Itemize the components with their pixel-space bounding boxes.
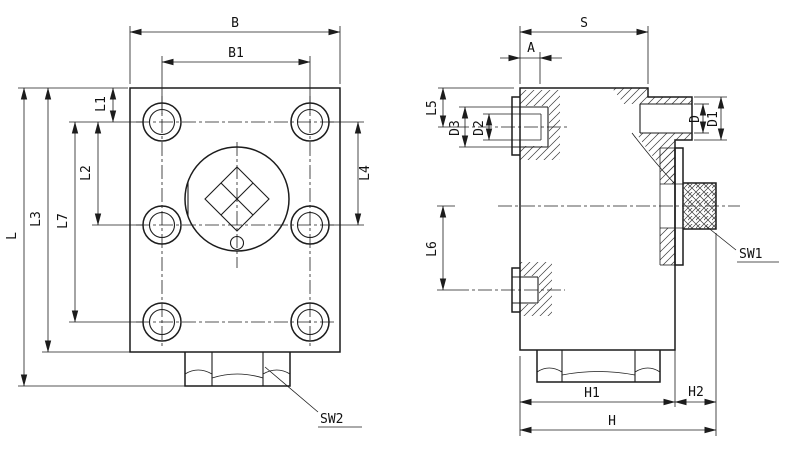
dim-label-D2: D2 — [472, 120, 487, 136]
dim-label-H1: H1 — [584, 386, 600, 401]
hatch-regions — [510, 88, 692, 316]
dim-L: L — [5, 87, 28, 387]
dim-label-D: D — [688, 115, 703, 123]
dim-H: H — [519, 414, 717, 434]
side-view: S A L5 D3 D2 D D1 L6 — [425, 16, 779, 436]
dim-label-L7: L7 — [56, 213, 71, 229]
dim-D1: D1 — [706, 96, 725, 141]
dim-label-L3: L3 — [29, 211, 44, 227]
dim-L6: L6 — [425, 205, 447, 291]
dim-label-H2: H2 — [688, 385, 704, 400]
dim-L5: L5 — [425, 87, 447, 128]
dim-S: S — [519, 16, 649, 36]
left-bottom-port — [511, 267, 539, 313]
dim-label-L6: L6 — [425, 241, 440, 257]
stud-boss — [659, 147, 717, 266]
side-bottom-plug — [536, 350, 661, 383]
left-top-port — [511, 96, 549, 156]
dim-D: D — [688, 103, 707, 134]
dim-H2: H2 — [674, 385, 717, 406]
dim-label-D1: D1 — [706, 111, 721, 127]
dim-label-B: B — [231, 16, 239, 31]
front-view: B B1 L1 L2 L7 L3 L L4 — [5, 16, 373, 428]
dim-label-S: S — [580, 16, 588, 31]
callout-SW2: SW2 — [264, 366, 362, 428]
callout-label-SW1: SW1 — [739, 247, 762, 262]
stud-plate — [674, 147, 684, 266]
callout-label-SW2: SW2 — [320, 412, 343, 427]
dim-B: B — [129, 16, 341, 36]
dim-L7: L7 — [56, 121, 79, 323]
dim-H1: H1 — [519, 386, 676, 406]
dim-B1: B1 — [161, 46, 311, 66]
front-extension-lines — [18, 26, 364, 387]
front-centerlines — [136, 96, 336, 348]
dim-label-B1: B1 — [228, 46, 244, 61]
dim-label-H: H — [608, 414, 616, 429]
dim-L3: L3 — [29, 87, 52, 353]
dim-label-L2: L2 — [79, 165, 94, 181]
side-stud — [683, 183, 716, 229]
side-block-outline — [519, 87, 693, 351]
dim-label-L: L — [5, 232, 20, 240]
bolt-holes — [142, 102, 330, 342]
dim-label-L4: L4 — [358, 165, 373, 181]
dim-D2: D2 — [472, 113, 493, 141]
dim-label-D3: D3 — [448, 120, 463, 136]
callout-SW1: SW1 — [705, 225, 779, 263]
dim-label-A: A — [527, 41, 535, 56]
top-port — [631, 103, 692, 185]
dim-label-L5: L5 — [425, 100, 440, 116]
dim-L4: L4 — [354, 121, 373, 226]
front-block-outline — [129, 87, 341, 353]
dim-A: A — [500, 41, 562, 62]
dim-D3: D3 — [448, 106, 469, 148]
dim-label-L1: L1 — [94, 96, 109, 112]
dim-L1: L1 — [94, 87, 117, 123]
center-bore — [184, 146, 290, 252]
dim-L2: L2 — [79, 121, 102, 226]
front-bottom-plug — [184, 352, 291, 387]
